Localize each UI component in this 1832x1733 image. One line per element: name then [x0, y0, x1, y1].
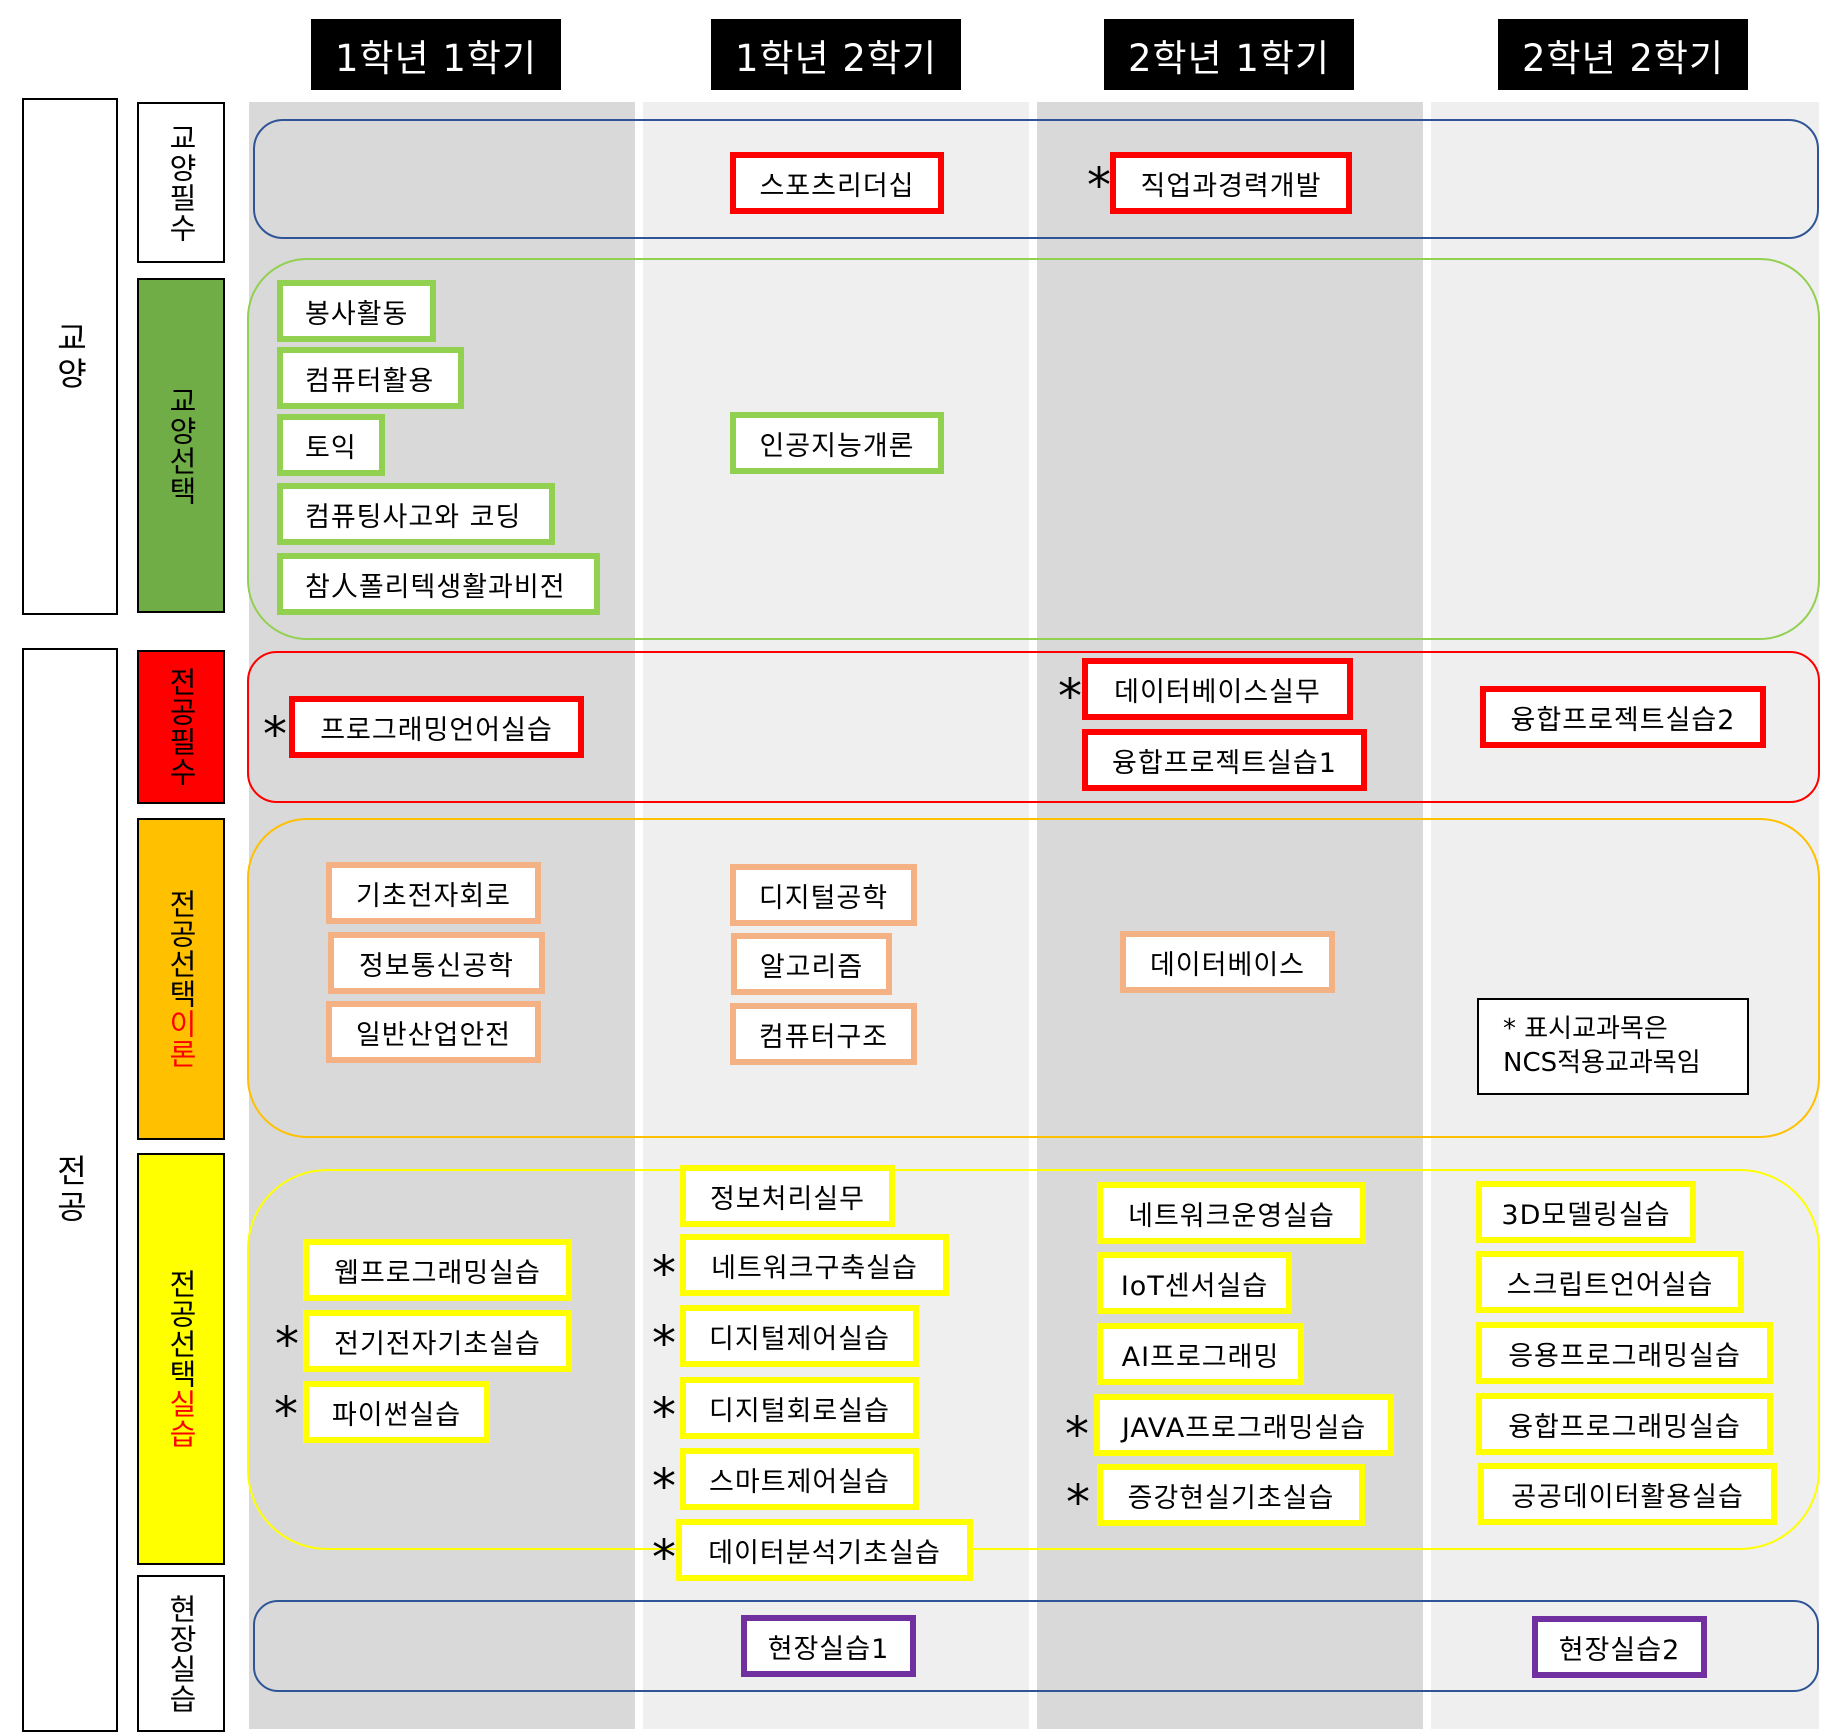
course-box: 스포츠리더십	[730, 152, 944, 214]
course-box: 스마트제어실습	[680, 1448, 919, 1510]
ncs-asterisk: *	[652, 1530, 676, 1586]
course-box: 알고리즘	[731, 933, 892, 995]
ncs-asterisk: *	[1066, 1475, 1090, 1531]
course-box: 네트워크구축실습	[680, 1234, 949, 1296]
course-box: 현장실습2	[1532, 1616, 1707, 1678]
course-box: 3D모델링실습	[1476, 1181, 1696, 1243]
category-general-elective: 교양선택	[137, 278, 225, 613]
course-box: 토익	[277, 414, 385, 476]
course-box: 융합프로젝트실습1	[1082, 729, 1367, 791]
course-box: 증강현실기초실습	[1097, 1464, 1365, 1526]
course-box: 데이터분석기초실습	[676, 1519, 973, 1581]
course-box: 융합프로그래밍실습	[1476, 1393, 1773, 1455]
course-box: 디지털제어실습	[680, 1305, 919, 1367]
course-box: 웹프로그래밍실습	[303, 1239, 572, 1301]
band-general-required	[253, 119, 1819, 239]
course-box: 직업과경력개발	[1110, 152, 1352, 214]
course-box: 데이터베이스	[1120, 931, 1335, 993]
course-box: 디지털회로실습	[680, 1377, 919, 1439]
course-box: 컴퓨터활용	[277, 347, 464, 409]
course-box: 디지털공학	[730, 864, 917, 926]
band-general-elective	[247, 258, 1820, 640]
category-major-theory: 전공선택 이론	[137, 818, 225, 1140]
course-box: 기초전자회로	[326, 862, 541, 924]
group-major: 전공	[22, 648, 118, 1732]
ncs-asterisk: *	[1058, 669, 1082, 725]
semester-header-4: 2학년 2학기	[1498, 19, 1748, 90]
course-box: 일반산업안전	[326, 1001, 541, 1063]
band-major-theory	[247, 818, 1820, 1138]
course-box: 파이썬실습	[303, 1381, 490, 1443]
category-field-practice: 현장실습	[137, 1575, 225, 1732]
semester-header-2: 1학년 2학기	[711, 19, 961, 90]
band-field-practice	[253, 1600, 1819, 1692]
course-box: 융합프로젝트실습2	[1480, 686, 1766, 748]
semester-header-1: 1학년 1학기	[311, 19, 561, 90]
course-box: 데이터베이스실무	[1082, 658, 1353, 720]
course-box: 프로그래밍언어실습	[289, 696, 584, 758]
course-box: IoT센서실습	[1097, 1252, 1292, 1314]
category-major-required: 전공필수	[137, 650, 225, 804]
ncs-asterisk: *	[275, 1317, 299, 1373]
course-box: 컴퓨터구조	[730, 1003, 917, 1065]
ncs-asterisk: *	[652, 1388, 676, 1444]
course-box: 응용프로그래밍실습	[1476, 1322, 1773, 1384]
ncs-asterisk: *	[1087, 158, 1111, 214]
ncs-asterisk: *	[652, 1459, 676, 1515]
course-box: 스크립트언어실습	[1476, 1251, 1744, 1313]
ncs-asterisk: *	[652, 1316, 676, 1372]
course-box: 정보처리실무	[680, 1165, 895, 1227]
band-major-practice	[247, 1169, 1820, 1550]
ncs-asterisk: *	[274, 1387, 298, 1443]
category-major-practice-prefix: 전공선택	[164, 1269, 198, 1389]
ncs-asterisk: *	[652, 1246, 676, 1302]
ncs-note-line2: NCS적용교과목임	[1503, 1048, 1701, 1078]
course-box: AI프로그래밍	[1097, 1323, 1304, 1385]
course-box: JAVA프로그래밍실습	[1094, 1394, 1394, 1456]
course-box: 참人폴리텍생활과비전	[277, 553, 600, 615]
course-box: 인공지능개론	[730, 412, 944, 474]
course-box: 정보통신공학	[328, 932, 545, 994]
ncs-asterisk: *	[263, 707, 287, 763]
category-major-theory-prefix: 전공선택	[164, 889, 198, 1009]
band-major-required	[247, 651, 1820, 803]
course-box: 봉사활동	[277, 280, 436, 342]
category-major-practice-suffix: 실습	[164, 1389, 198, 1449]
course-box: 컴퓨팅사고와 코딩	[277, 483, 555, 545]
semester-header-3: 2학년 1학기	[1104, 19, 1354, 90]
semester-column-4-bg	[1431, 102, 1819, 1729]
course-box: 네트워크운영실습	[1097, 1182, 1366, 1244]
ncs-note: * 표시교과목은 NCS적용교과목임	[1477, 998, 1749, 1095]
course-box: 현장실습1	[741, 1615, 916, 1677]
category-major-practice: 전공선택 실습	[137, 1153, 225, 1565]
ncs-asterisk: *	[1065, 1407, 1089, 1463]
group-general: 교양	[22, 98, 118, 615]
semester-column-3-bg	[1037, 102, 1423, 1729]
course-box: 전기전자기초실습	[303, 1310, 572, 1372]
category-major-theory-suffix: 이론	[164, 1009, 198, 1069]
ncs-note-line1: * 표시교과목은	[1503, 1014, 1668, 1044]
course-box: 공공데이터활용실습	[1478, 1463, 1777, 1525]
category-general-required: 교양필수	[137, 102, 225, 263]
